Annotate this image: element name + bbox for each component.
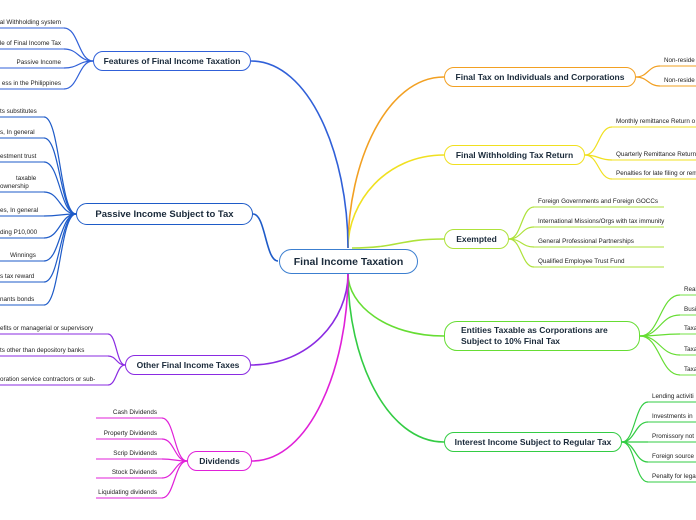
leaf-features-4[interactable]: ess in the Philippines xyxy=(1,80,61,87)
edge-exempted-leaf-1 xyxy=(508,206,535,240)
edge-withholding-leaf-1 xyxy=(584,126,613,156)
edge-other-leaf-1 xyxy=(107,333,126,366)
leaf-dividends-3[interactable]: Scrip Dividends xyxy=(113,450,157,457)
leaf-interest-2[interactable]: Investments in xyxy=(652,413,693,420)
leaf-interest-3[interactable]: Promissory not xyxy=(652,433,694,440)
leaf-entities-4[interactable]: Taxa xyxy=(684,346,696,353)
edge-dividends-leaf-1 xyxy=(161,417,188,462)
branch-passive-label: Passive Income Subject to Tax xyxy=(95,208,234,220)
edge-dividends-leaf-2 xyxy=(161,438,188,462)
branch-passive[interactable]: Passive Income Subject to Tax xyxy=(76,203,253,225)
edge-passive-leaf-3 xyxy=(43,161,77,215)
leaf-passive-4b[interactable]: ownership xyxy=(0,183,29,190)
leaf-withholding-3[interactable]: Penalties for late filing or rem xyxy=(616,170,696,177)
edge-features xyxy=(250,60,349,249)
leaf-exempted-1[interactable]: Foreign Governments and Foreign GOCCs xyxy=(538,198,659,205)
central-topic-label: Final Income Taxation xyxy=(293,255,404,268)
edge-withholding-leaf-3 xyxy=(584,154,613,180)
leaf-interest-5[interactable]: Penalty for lega xyxy=(652,473,696,480)
leaf-dividends-1[interactable]: Cash Dividends xyxy=(112,409,157,416)
edge-entities-leaf-5 xyxy=(639,335,681,376)
leaf-passive-3[interactable]: estment trust xyxy=(0,153,37,160)
edge-withholding xyxy=(347,154,445,249)
edge-passive-leaf-1 xyxy=(43,116,77,215)
leaf-dividends-5[interactable]: Liquidating dividends xyxy=(98,489,157,496)
leaf-exempted-2[interactable]: International Missions/Orgs with tax imm… xyxy=(538,218,665,225)
leaf-dividends-2[interactable]: Property Dividends xyxy=(103,430,157,437)
branch-withholding[interactable]: Final Withholding Tax Return xyxy=(444,145,585,165)
leaf-final-tax-2[interactable]: Non-reside xyxy=(664,77,695,84)
edge-final-tax-leaf-1 xyxy=(635,65,661,78)
leaf-other-2[interactable]: ts other than depository banks xyxy=(0,347,85,354)
leaf-final-tax-1[interactable]: Non-reside xyxy=(664,57,695,64)
edge-passive-leaf-8 xyxy=(43,213,77,283)
edge-dividends-leaf-4 xyxy=(161,460,188,479)
leaf-features-2[interactable]: le of Final Income Tax xyxy=(0,40,61,47)
leaf-passive-5[interactable]: es, In general xyxy=(0,207,39,214)
edge-final-tax xyxy=(347,76,445,249)
branch-dividends[interactable]: Dividends xyxy=(187,451,252,471)
leaf-passive-2[interactable]: s, In general xyxy=(0,129,35,136)
leaf-passive-4a[interactable]: taxable xyxy=(16,175,37,182)
leaf-features-3[interactable]: Passive Income xyxy=(16,59,61,66)
leaf-entities-2[interactable]: Busi xyxy=(684,306,696,313)
branch-other[interactable]: Other Final Income Taxes xyxy=(125,355,251,375)
edge-interest xyxy=(347,273,445,443)
edge-dividends-leaf-5 xyxy=(161,460,188,499)
edge-passive-leaf-4 xyxy=(43,191,77,215)
edge-passive xyxy=(252,213,279,262)
leaf-withholding-2[interactable]: Quarterly Remittance Return xyxy=(616,151,696,158)
leaf-withholding-1[interactable]: Monthly remittance Return o xyxy=(616,118,696,125)
edge-features-leaf-4 xyxy=(63,60,94,90)
edge-passive-leaf-2 xyxy=(43,137,77,215)
leaf-passive-8[interactable]: s tax reward xyxy=(0,273,35,280)
edge-interest-leaf-5 xyxy=(621,441,649,483)
central-topic[interactable]: Final Income Taxation xyxy=(279,249,418,274)
edge-interest-leaf-2 xyxy=(621,421,649,443)
edge-other xyxy=(250,273,349,366)
leaf-other-3[interactable]: oration service contractors or sub- xyxy=(0,376,96,383)
edge-passive-leaf-9 xyxy=(43,213,77,306)
edge-entities-leaf-1 xyxy=(639,294,681,337)
edge-entities xyxy=(347,273,445,337)
edge-final-tax-leaf-2 xyxy=(635,76,661,87)
leaf-exempted-3[interactable]: General Professional Partnerships xyxy=(538,238,634,245)
branch-features-label: Features of Final Income Taxation xyxy=(103,56,241,66)
branch-dividends-label: Dividends xyxy=(199,456,240,466)
branch-final-tax[interactable]: Final Tax on Individuals and Corporation… xyxy=(444,67,636,87)
branch-features[interactable]: Features of Final Income Taxation xyxy=(93,51,251,71)
leaf-entities-1[interactable]: Real xyxy=(684,286,696,293)
edge-interest-leaf-4 xyxy=(621,441,649,463)
leaf-features-1[interactable]: al Withholding system xyxy=(0,19,61,26)
branch-exempted-label: Exempted xyxy=(456,234,497,244)
leaf-passive-1[interactable]: ts substitutes xyxy=(0,108,37,115)
branch-final-tax-label: Final Tax on Individuals and Corporation… xyxy=(455,72,625,82)
edge-interest-leaf-1 xyxy=(621,401,649,443)
branch-interest[interactable]: Interest Income Subject to Regular Tax xyxy=(444,432,622,452)
leaf-other-1[interactable]: efits or managerial or supervisory xyxy=(0,325,94,332)
leaf-interest-4[interactable]: Foreign source xyxy=(652,453,694,460)
leaf-passive-6[interactable]: ding P10,000 xyxy=(0,229,38,236)
branch-entities-label: Entities Taxable as Corporations are Sub… xyxy=(461,325,608,346)
leaf-dividends-4[interactable]: Stock Dividends xyxy=(111,469,157,476)
branch-interest-label: Interest Income Subject to Regular Tax xyxy=(454,437,612,447)
leaf-entities-5[interactable]: Taxa xyxy=(684,366,696,373)
leaf-entities-3[interactable]: Taxa xyxy=(684,325,696,332)
edge-features-leaf-1 xyxy=(63,27,94,62)
leaf-passive-9[interactable]: nants bonds xyxy=(0,296,35,303)
leaf-exempted-4[interactable]: Qualified Employee Trust Fund xyxy=(538,258,625,265)
edge-entities-leaf-2 xyxy=(639,314,681,337)
edge-exempted xyxy=(351,238,445,249)
leaf-passive-7[interactable]: Winnings xyxy=(10,252,36,259)
branch-exempted[interactable]: Exempted xyxy=(444,229,509,249)
edge-entities-leaf-4 xyxy=(639,335,681,356)
branch-other-label: Other Final Income Taxes xyxy=(136,360,240,370)
edge-other-leaf-3 xyxy=(107,364,126,386)
leaf-interest-1[interactable]: Lending activiti xyxy=(652,393,694,400)
branch-withholding-label: Final Withholding Tax Return xyxy=(455,150,574,160)
branch-entities[interactable]: Entities Taxable as Corporations are Sub… xyxy=(444,321,640,351)
edge-exempted-leaf-4 xyxy=(508,238,535,268)
edge-dividends xyxy=(251,273,349,462)
